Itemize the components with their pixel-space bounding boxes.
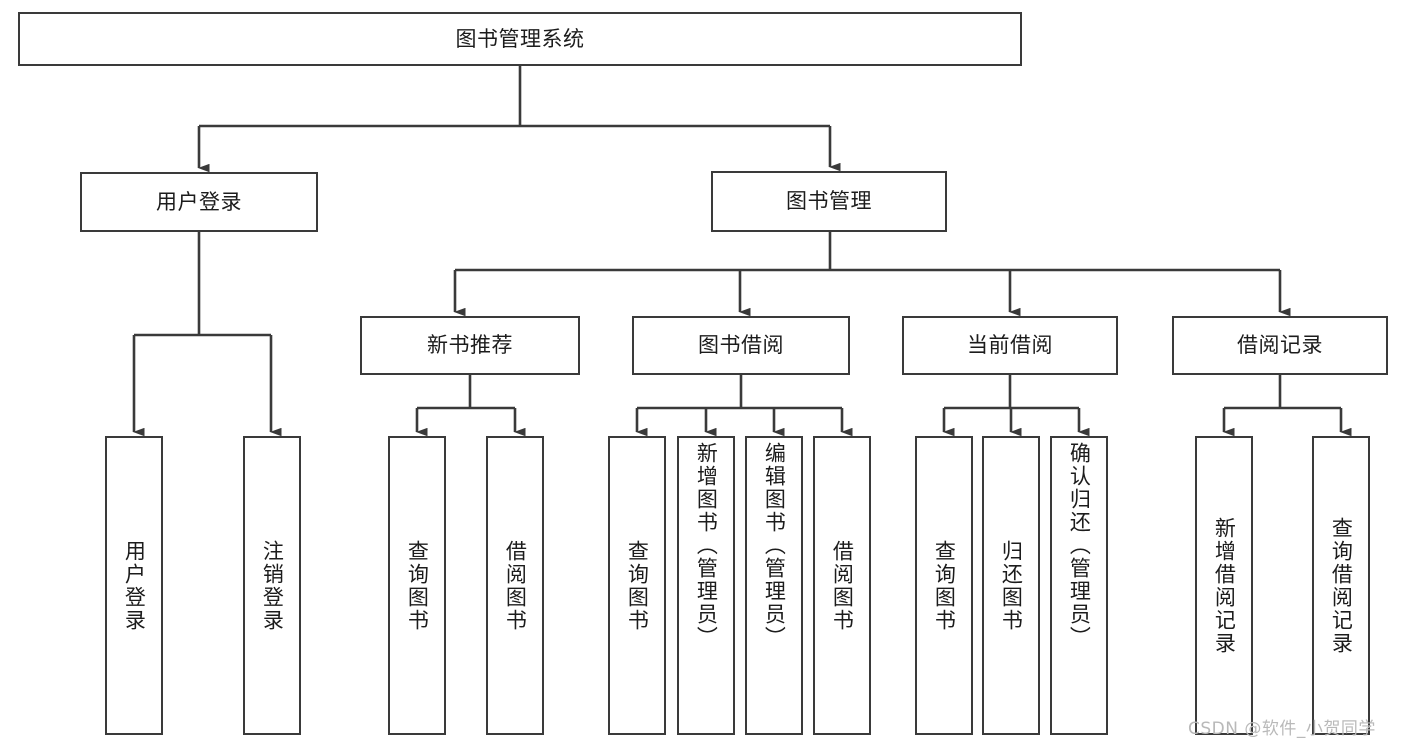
node-label: 归还图书	[999, 539, 1024, 632]
leaf-borrow-book[interactable]: 借阅图书	[813, 436, 871, 735]
node-borrow-records[interactable]: 借阅记录	[1172, 316, 1388, 375]
edges-bookmgmt-to-level3	[453, 232, 1291, 317]
node-label: 确认归还（管理员）	[1067, 442, 1092, 649]
csdn-watermark: CSDN @软件_小贺同学	[1188, 719, 1376, 739]
leaf-return-book[interactable]: 归还图书	[982, 436, 1040, 735]
node-book-borrow[interactable]: 图书借阅	[632, 316, 850, 375]
node-label: 图书管理系统	[455, 26, 585, 51]
node-label: 新增借阅记录	[1212, 516, 1237, 655]
node-label: 当前借阅	[967, 333, 1053, 358]
node-label: 查询借阅记录	[1329, 516, 1354, 655]
node-user-login[interactable]: 用户登录	[80, 172, 318, 232]
node-label: 用户登录	[122, 539, 147, 632]
edges-newbook-to-leaves	[415, 375, 526, 437]
edges-userlogin-to-leaves	[132, 232, 282, 437]
node-label: 图书借阅	[698, 333, 784, 358]
node-label: 查询图书	[405, 539, 430, 632]
node-label: 注销登录	[260, 539, 285, 632]
leaf-logout[interactable]: 注销登录	[243, 436, 301, 735]
node-label: 图书管理	[786, 189, 872, 214]
edges-root-to-level2	[197, 66, 841, 173]
edges-records-to-leaves	[1222, 375, 1352, 437]
node-label: 借阅记录	[1237, 333, 1323, 358]
leaf-borrow-book-recommend[interactable]: 借阅图书	[486, 436, 544, 735]
node-label: 查询图书	[932, 539, 957, 632]
node-book-management[interactable]: 图书管理	[711, 171, 947, 232]
edges-borrow-to-leaves	[635, 375, 853, 437]
leaf-query-borrow-record[interactable]: 查询借阅记录	[1312, 436, 1370, 735]
node-label: 查询图书	[625, 539, 650, 632]
node-label: 新增图书（管理员）	[694, 442, 719, 649]
leaf-confirm-return-admin[interactable]: 确认归还（管理员）	[1050, 436, 1108, 735]
leaf-add-book-admin[interactable]: 新增图书（管理员）	[677, 436, 735, 735]
leaf-query-book-current[interactable]: 查询图书	[915, 436, 973, 735]
leaf-query-book-borrow[interactable]: 查询图书	[608, 436, 666, 735]
node-label: 借阅图书	[503, 539, 528, 632]
leaf-add-borrow-record[interactable]: 新增借阅记录	[1195, 436, 1253, 735]
leaf-query-book-recommend[interactable]: 查询图书	[388, 436, 446, 735]
node-current-borrow[interactable]: 当前借阅	[902, 316, 1118, 375]
node-new-book-recommend[interactable]: 新书推荐	[360, 316, 580, 375]
leaf-edit-book-admin[interactable]: 编辑图书（管理员）	[745, 436, 803, 735]
node-root-system[interactable]: 图书管理系统	[18, 12, 1022, 66]
node-label: 借阅图书	[830, 539, 855, 632]
node-label: 新书推荐	[427, 333, 513, 358]
edges-current-to-leaves	[942, 375, 1090, 437]
node-label: 用户登录	[156, 189, 242, 214]
node-label: 编辑图书（管理员）	[762, 442, 787, 649]
leaf-user-login[interactable]: 用户登录	[105, 436, 163, 735]
